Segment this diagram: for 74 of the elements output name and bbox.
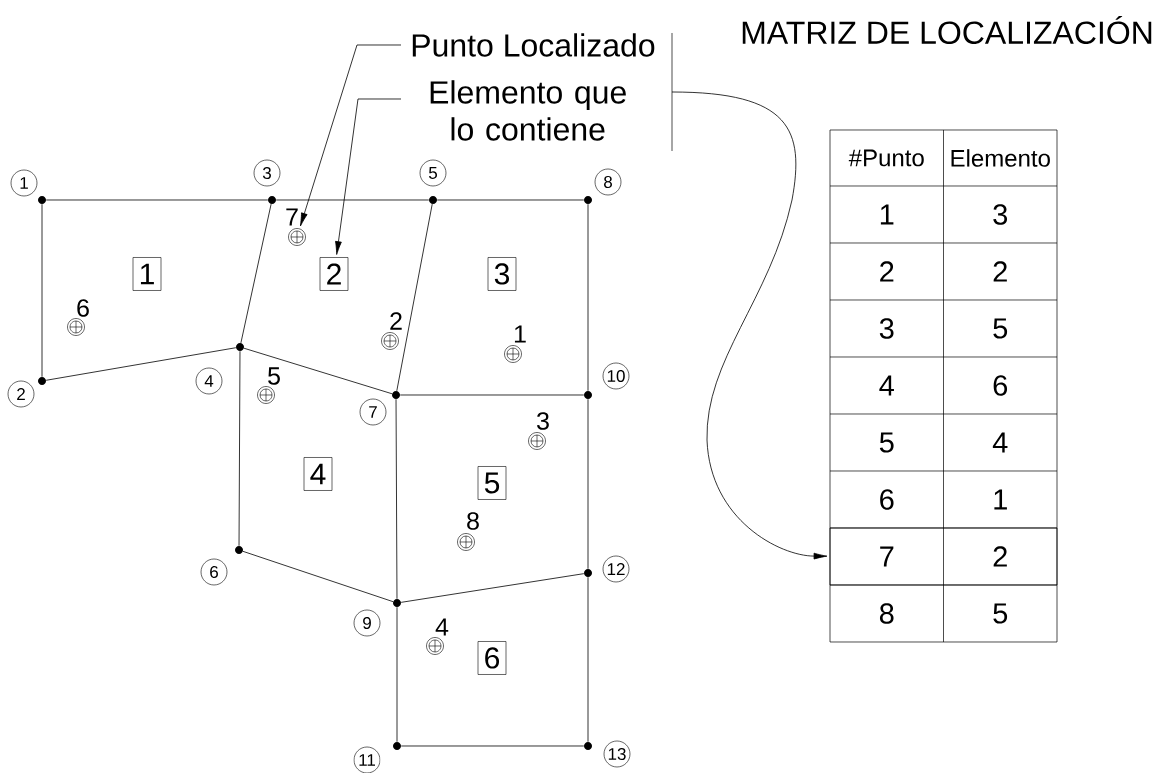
table-header: Elemento (951, 149, 1050, 167)
table-entry: 6 (993, 375, 1008, 396)
mesh-line (587, 398, 589, 570)
vertex-number: 13 (603, 740, 631, 768)
mesh-line (240, 203, 272, 344)
vertex-number: 4 (195, 367, 223, 395)
point-number: 3 (537, 412, 549, 430)
leader-line (300, 44, 402, 227)
mesh-line (45, 347, 237, 381)
vertex-number: 8 (594, 168, 622, 196)
point-number: 6 (77, 299, 89, 317)
mesh-line (399, 394, 585, 396)
mesh-line (587, 203, 589, 392)
table-row (829, 527, 1058, 586)
table-entry: 3 (993, 204, 1008, 225)
point-number: 1 (514, 325, 526, 343)
mesh-line (275, 199, 430, 201)
title: MATRIZ DE LOCALIZACIÓN (742, 15, 1152, 45)
point-marker (288, 228, 306, 246)
point-marker (257, 386, 275, 404)
point-marker (504, 345, 522, 363)
mesh-line (243, 347, 393, 395)
vertex-number: 10 (602, 362, 630, 390)
table-entry: 2 (993, 261, 1007, 282)
mesh-line (238, 350, 241, 547)
callout-text: Punto Localizado (412, 33, 655, 57)
curved-arrow (671, 91, 828, 560)
point-marker (528, 432, 546, 450)
callout-text: Elemento que lo contiene (430, 80, 626, 141)
vertex-number: 2 (7, 380, 35, 408)
point-marker (67, 318, 85, 336)
table-entry: 1 (880, 204, 894, 225)
vertex-number: 7 (359, 398, 387, 426)
mesh-line (587, 576, 589, 743)
vertex-number: 9 (353, 609, 381, 637)
table-entry: 2 (993, 546, 1007, 567)
table-entry: 7 (880, 546, 894, 567)
vertex-number: 6 (200, 558, 228, 586)
mesh-line (396, 203, 433, 392)
table-entry: 2 (880, 261, 894, 282)
mesh-line (242, 550, 394, 603)
table-entry: 5 (879, 432, 894, 453)
element-number-box: 6 (477, 641, 507, 675)
mesh-line (400, 745, 585, 747)
mesh-line (396, 606, 398, 743)
vertex-number: 11 (353, 746, 381, 773)
point-number: 8 (467, 512, 479, 530)
table-entry: 4 (992, 432, 1008, 453)
point-number: 2 (390, 312, 402, 330)
element-number-box: 5 (477, 466, 507, 500)
mesh-line (41, 203, 43, 378)
table-entry: 5 (993, 318, 1008, 339)
element-number-box: 4 (303, 457, 333, 491)
element-number-box: 3 (487, 257, 517, 291)
vertex-number: 1 (10, 169, 38, 197)
table-entry: 4 (879, 375, 894, 396)
element-number-box: 1 (132, 257, 162, 291)
point-marker (381, 332, 399, 350)
mesh-line (395, 398, 398, 600)
mesh-line (45, 199, 269, 201)
leader-line (335, 98, 402, 255)
point-number: 4 (435, 618, 449, 636)
point-marker (457, 533, 475, 551)
vertex-number: 12 (602, 555, 630, 583)
mesh-line (400, 573, 585, 603)
element-number-box: 2 (319, 257, 349, 291)
table-entry: 3 (879, 318, 894, 339)
point-marker (426, 637, 444, 655)
table-header: #Punto (848, 149, 924, 167)
vertex-number: 5 (419, 159, 447, 187)
point-number: 7 (286, 208, 298, 226)
vertex-number: 3 (253, 159, 281, 187)
point-number: 5 (268, 367, 280, 385)
mesh-line (436, 199, 585, 201)
